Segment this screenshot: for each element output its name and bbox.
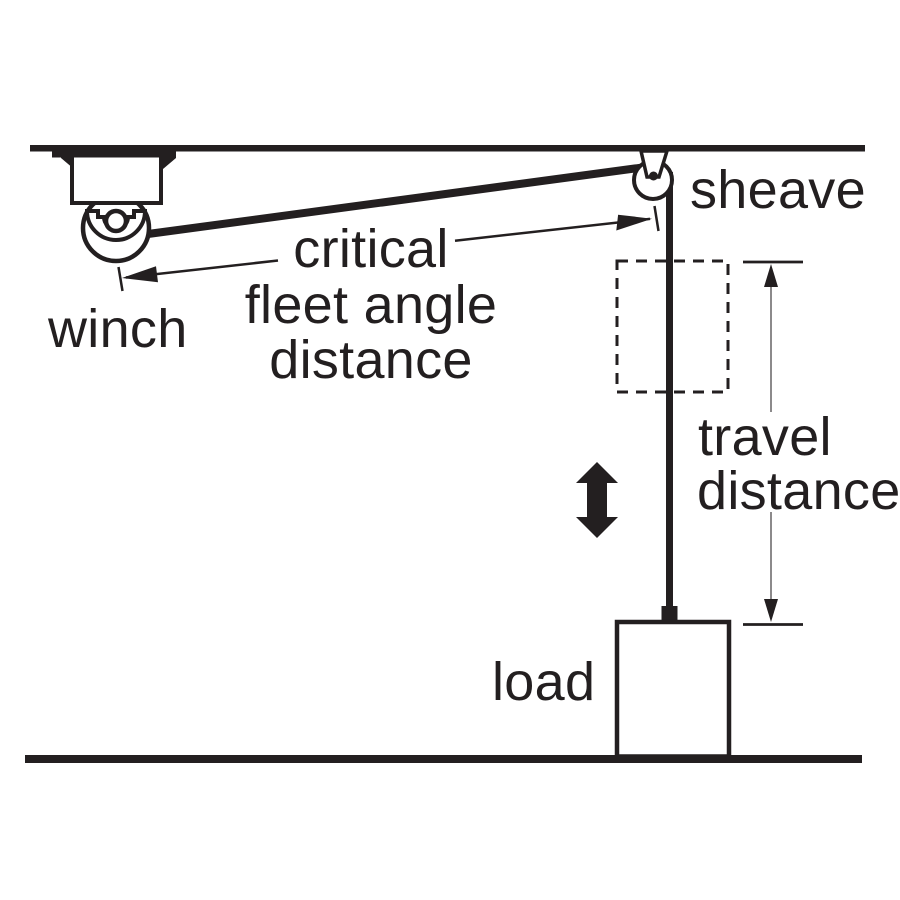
- phantom-load-box: [615, 259, 730, 394]
- fleet-angle-dimension: [117, 205, 660, 292]
- label-winch: winch: [47, 299, 188, 359]
- label-travel-line1: travel: [698, 407, 832, 467]
- ceiling-line: [30, 145, 865, 152]
- fleet-dimension-tick-right: [653, 205, 660, 232]
- up-down-arrow-head-top: [576, 462, 618, 483]
- up-down-arrow-icon: [576, 462, 618, 538]
- winch-hub-icon: [103, 208, 129, 234]
- load-box: [614, 619, 732, 759]
- label-fleet-angle-line3: distance: [269, 330, 473, 390]
- label-sheave: sheave: [690, 160, 866, 220]
- sheave-pulley: [632, 149, 674, 201]
- winch-drawing: [52, 151, 176, 264]
- travel-dimension: [743, 260, 803, 626]
- fleet-dimension-tick-left: [117, 266, 124, 292]
- sheave-axle-dot: [649, 171, 658, 181]
- up-down-arrow-head-bottom: [576, 517, 618, 538]
- label-fleet-angle-line1: critical: [293, 219, 448, 279]
- floor-line: [25, 755, 862, 763]
- travel-arrow-up-icon: [764, 264, 778, 287]
- winch-body: [70, 151, 163, 205]
- label-fleet-angle-line2: fleet angle: [245, 275, 498, 335]
- label-load: load: [492, 652, 595, 712]
- cable-diagonal: [147, 163, 647, 238]
- winch-mount-tab-right: [163, 151, 176, 169]
- sheave-bracket-icon: [638, 149, 670, 179]
- cable-attachment-nub: [661, 606, 678, 623]
- winch-mount-plate: [52, 151, 170, 158]
- fleet-arrow-right-icon: [616, 214, 652, 231]
- travel-arrow-down-icon: [764, 599, 778, 622]
- label-travel-line2: distance: [697, 461, 900, 521]
- fleet-arrow-left-icon: [122, 266, 158, 283]
- winch-mount-tab-left: [61, 151, 74, 169]
- up-down-arrow-shaft: [587, 479, 607, 521]
